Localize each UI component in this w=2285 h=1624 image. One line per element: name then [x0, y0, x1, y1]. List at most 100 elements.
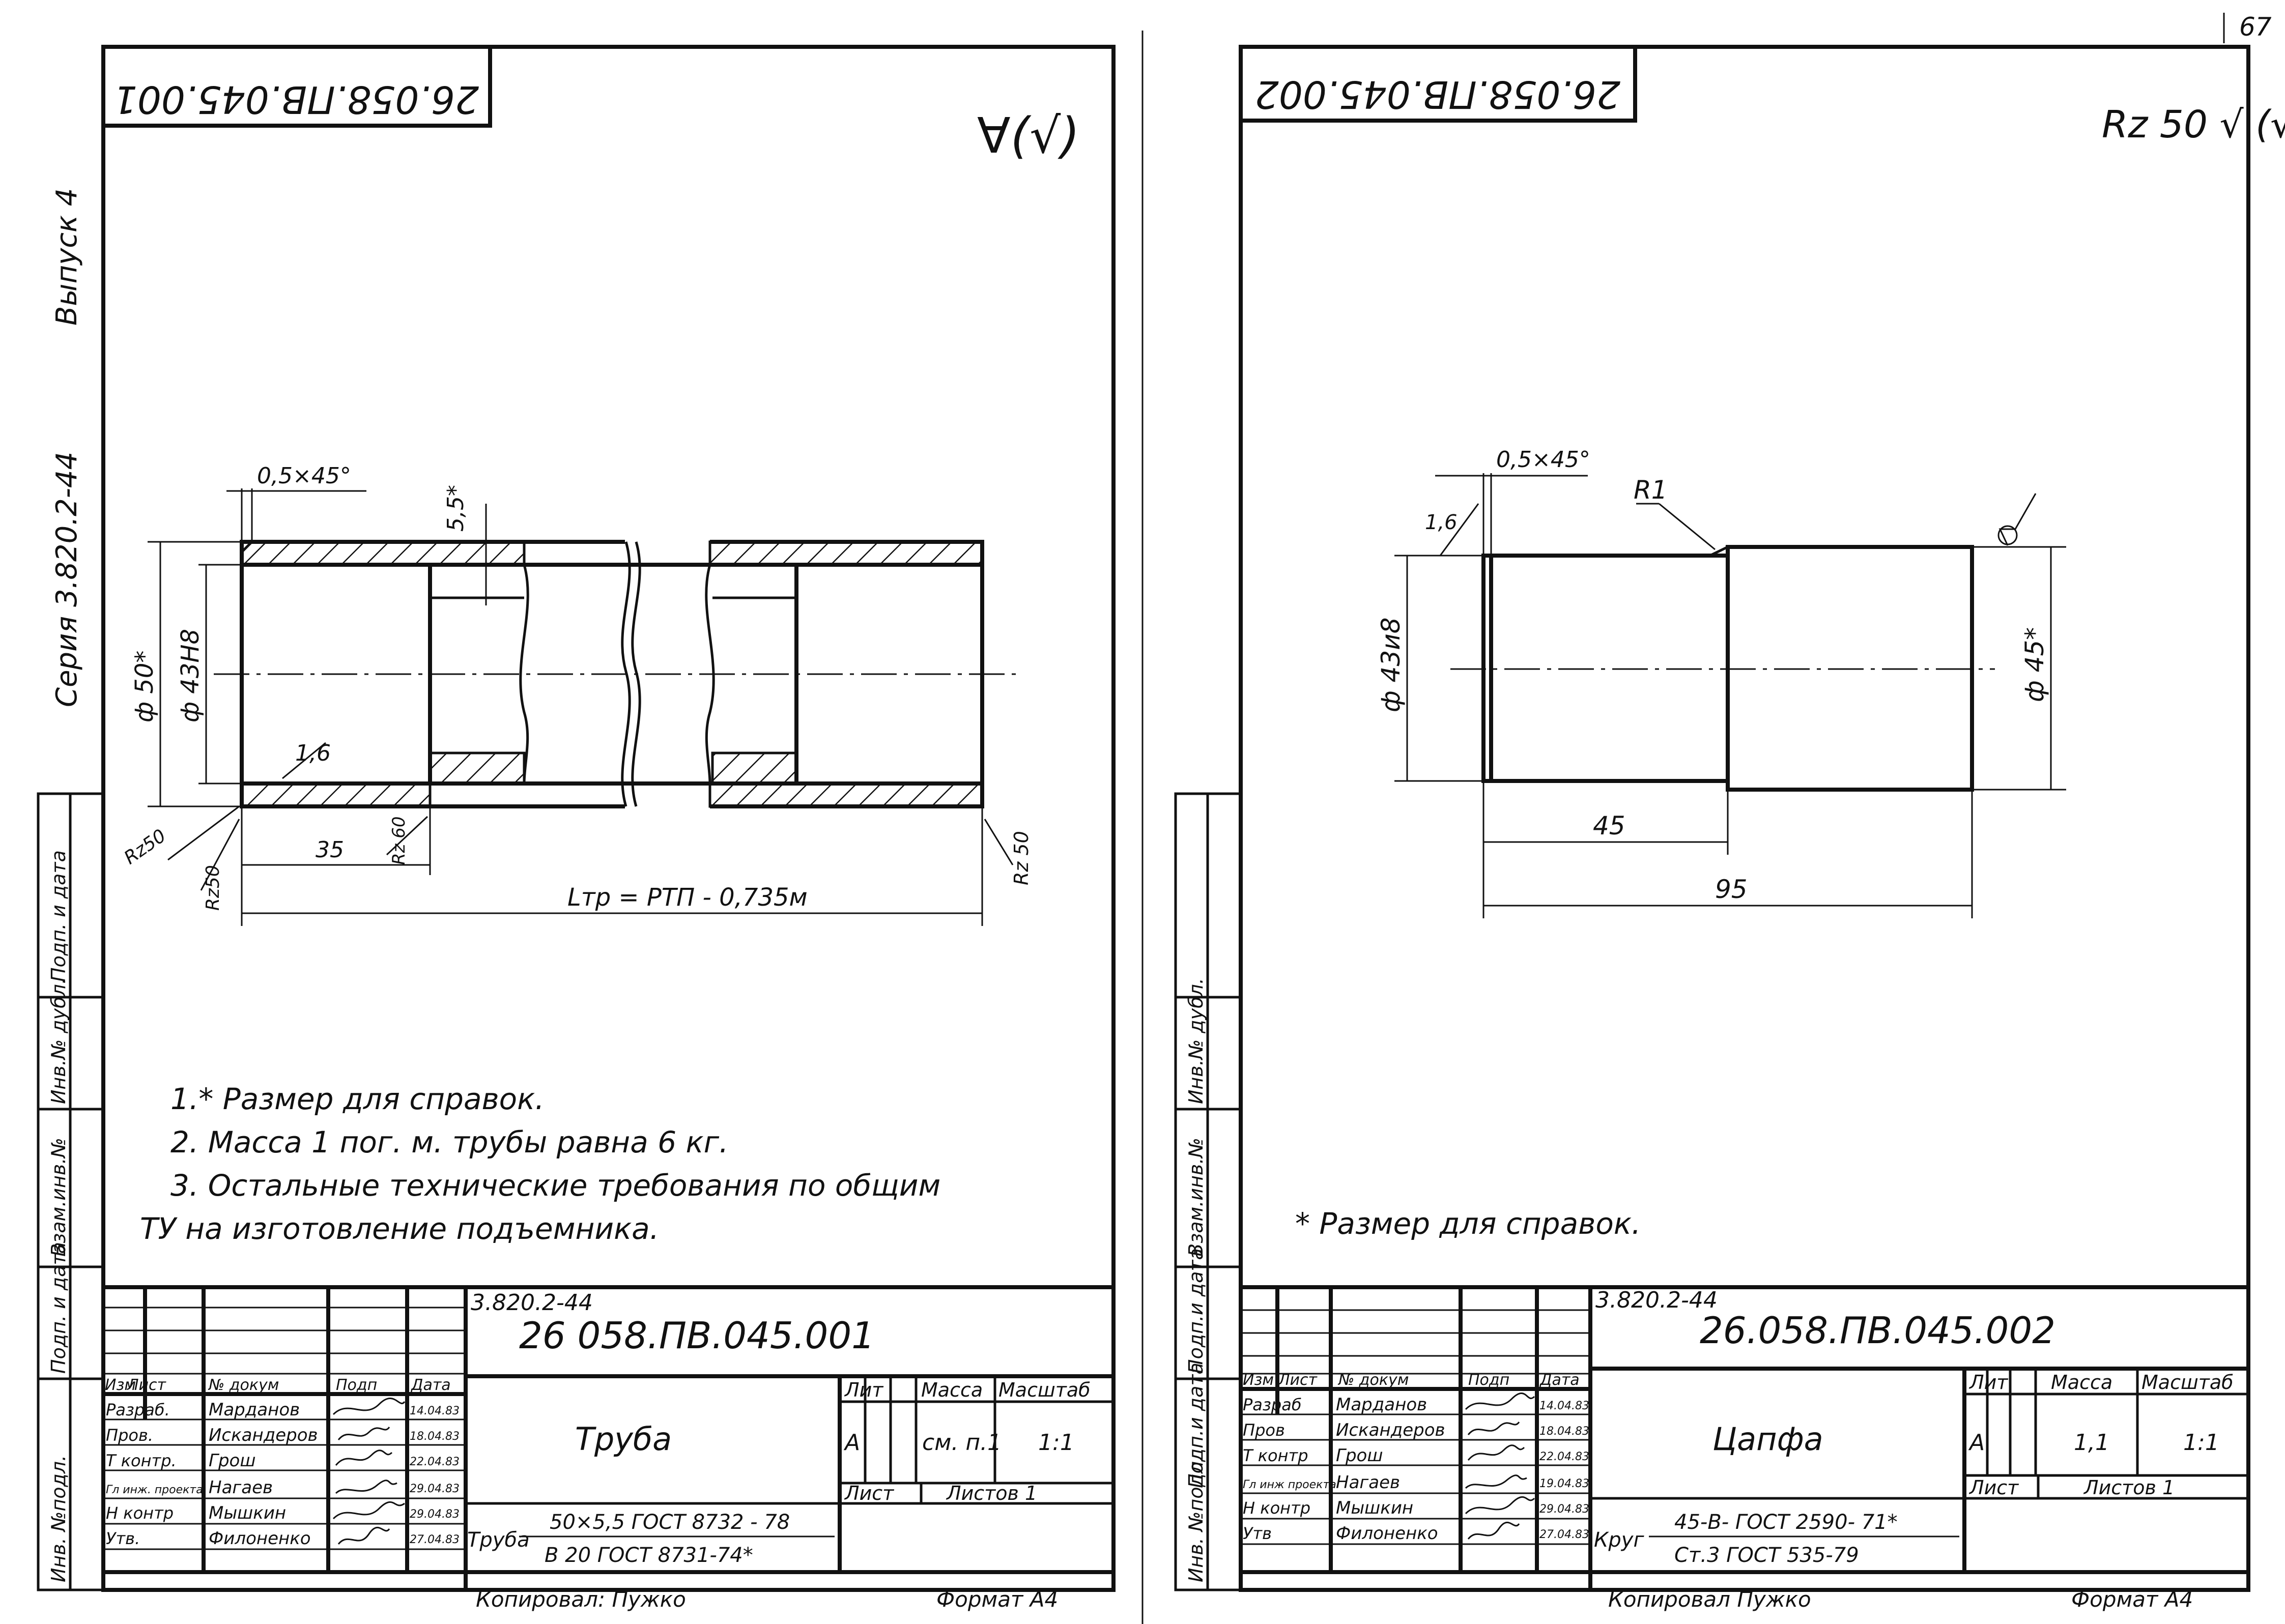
- left-tb-mass-val: см. п.1: [922, 1430, 1002, 1456]
- right-stamp-box: [1239, 45, 1637, 123]
- left-tb-date-2: 22.04.83: [410, 1456, 460, 1468]
- strip-r-podp-data: Подп.и дата: [1185, 1248, 1207, 1374]
- left-tb-h-list: Лист: [127, 1376, 167, 1394]
- right-tb-role-3: Гл инж проекта: [1243, 1478, 1336, 1491]
- issue-label: Выпуск 4: [50, 188, 83, 326]
- pipe-dim-surface: 1,6: [295, 740, 331, 766]
- left-tb-material-bottom: В 20 ГОСТ 8731-74*: [545, 1544, 753, 1567]
- strip-r-podp-data-2: Подп.и дата: [1185, 1362, 1207, 1488]
- right-tb-mass-val: 1,1: [2074, 1430, 2109, 1456]
- pipe-dim-chamfer: 0,5×45°: [257, 463, 351, 489]
- left-tb-lit-val: А: [843, 1430, 860, 1456]
- right-tb-material-top: 45-В- ГОСТ 2590- 71*: [1674, 1511, 1898, 1534]
- right-tb-role-5: Утв: [1243, 1524, 1272, 1543]
- trunnion-dim-dia-right: ф 45*: [2020, 627, 2049, 702]
- series-label: Серия 3.820.2-44: [50, 452, 83, 707]
- left-tb-date-5: 27.04.83: [410, 1533, 460, 1546]
- left-tb-role-1: Пров.: [106, 1426, 153, 1445]
- right-tb-lit: Лит.: [1968, 1371, 2014, 1394]
- right-tb-date-1: 18.04.83: [1539, 1425, 1589, 1438]
- left-note-4: ТУ на изготовление подъемника.: [140, 1211, 659, 1246]
- left-tb-doc-code: 26 058.ПВ.045.001: [519, 1314, 875, 1357]
- left-tb-name-5: Филоненко: [209, 1528, 311, 1549]
- left-tb-role-3: Гл инж. проекта: [106, 1484, 203, 1496]
- pipe-dim-wall: 5,5*: [443, 485, 469, 532]
- right-tb-lit-val: А: [1968, 1430, 1985, 1456]
- right-tb-name-1: Искандеров: [1336, 1420, 1445, 1440]
- right-tb-h-date: Дата: [1539, 1371, 1580, 1389]
- right-tb-name-4: Мышкин: [1336, 1498, 1413, 1518]
- strip-r-inv-podl: Инв. №подл.: [1185, 1455, 1207, 1582]
- right-tb-scale: Масштаб: [2141, 1371, 2234, 1394]
- pipe-dim-rz-left: Rz50: [121, 825, 170, 868]
- trunnion-dim-len-95: 95: [1715, 875, 1748, 904]
- left-note-3: 3. Остальные технические требования по о…: [170, 1168, 940, 1203]
- trunnion-dim-radius: R1: [1634, 475, 1668, 505]
- left-tb-date-1: 18.04.83: [410, 1430, 460, 1443]
- pipe-dim-length: Lтр = РТП - 0,735м: [567, 883, 808, 912]
- right-tb-name-3: Нагаев: [1336, 1472, 1400, 1493]
- right-tb-doc-code: 26.058.ПВ.045.002: [1700, 1309, 2055, 1352]
- left-tb-name-2: Грош: [209, 1451, 255, 1471]
- right-tb-h-izm: Изм: [1243, 1371, 1274, 1389]
- right-tb-date-3: 19.04.83: [1539, 1477, 1589, 1490]
- left-tb-name-3: Нагаев: [209, 1477, 273, 1498]
- strip-r-inv-dubl: Инв.№ дубл.: [1185, 978, 1207, 1104]
- right-signatures: [1465, 1393, 1535, 1540]
- right-tb-h-list: Лист: [1278, 1371, 1318, 1389]
- left-note-2: 2. Масса 1 пог. м. трубы равна 6 кг.: [170, 1125, 728, 1159]
- strip-r-vzam-inv: Взам.инв.№: [1185, 1138, 1207, 1257]
- left-tb-role-4: Н контр: [106, 1503, 174, 1523]
- right-tb-h-podp: Подп: [1468, 1371, 1509, 1389]
- right-tb-role-4: Н контр: [1243, 1498, 1310, 1518]
- pipe-drawing: [214, 540, 1018, 808]
- left-tb-role-2: Т контр.: [106, 1451, 177, 1470]
- right-tb-date-0: 14.04.83: [1539, 1400, 1589, 1412]
- right-sheet-frame: [1239, 45, 2250, 1592]
- left-tb-name: Труба: [575, 1420, 672, 1458]
- pipe-dim-rz-right: Rz 50: [1010, 831, 1033, 885]
- right-tb-role-2: Т контр: [1243, 1446, 1308, 1465]
- trunnion-dim-chamfer: 0,5×45°: [1496, 447, 1590, 473]
- right-tb-material-bottom: Ст.3 ГОСТ 535-79: [1674, 1544, 1859, 1567]
- trunnion-dim-len-45: 45: [1593, 811, 1625, 840]
- left-note-1: 1.* Размер для справок.: [170, 1082, 545, 1116]
- right-tb-name-0: Марданов: [1336, 1395, 1427, 1415]
- trunnion-dim-surface: 1,6: [1425, 511, 1458, 534]
- right-tb-date-2: 22.04.83: [1539, 1451, 1589, 1463]
- left-tb-format: Формат А4: [936, 1587, 1058, 1612]
- right-tb-name-5: Филоненко: [1336, 1523, 1438, 1544]
- left-tb-name-4: Мышкин: [209, 1503, 286, 1523]
- left-stamp-box: [101, 45, 492, 128]
- right-tb-series: 3.820.2-44: [1595, 1287, 1718, 1313]
- left-tb-scale-val: 1:1: [1038, 1430, 1074, 1456]
- strip-inv-dubl: Инв.№ дубл.: [47, 978, 70, 1104]
- right-note-1: * Размер для справок.: [1295, 1206, 1641, 1241]
- right-tb-scale-val: 1:1: [2183, 1430, 2219, 1456]
- left-title-block-grid: [103, 1285, 1113, 1590]
- strip-podp-data: Подп. и дата: [47, 850, 70, 982]
- strip-podp-data-2: Подп. и дата: [47, 1242, 70, 1374]
- left-tb-material-prefix: Труба: [467, 1528, 530, 1552]
- page-number: 67: [2239, 12, 2272, 42]
- left-tb-scale: Масштаб: [998, 1379, 1091, 1401]
- right-tb-sheets: Листов 1: [2083, 1476, 2175, 1499]
- right-tb-role-1: Пров: [1243, 1420, 1285, 1440]
- left-tb-name-0: Марданов: [209, 1400, 300, 1420]
- right-tb-format: Формат А4: [2071, 1587, 2193, 1612]
- pipe-dimensions: [148, 488, 1014, 926]
- left-tb-date-3: 29.04.83: [410, 1483, 460, 1495]
- left-tb-h-doc: № докум: [208, 1376, 279, 1394]
- left-sheet-frame: [101, 45, 1116, 1592]
- right-tb-mass: Масса: [2051, 1371, 2112, 1394]
- left-tb-date-4: 29.04.83: [410, 1508, 460, 1521]
- right-tb-date-4: 29.04.83: [1539, 1503, 1589, 1516]
- left-tb-role-0: Разраб.: [106, 1400, 170, 1419]
- left-tb-sheet: Лист: [844, 1482, 895, 1504]
- left-tb-series: 3.820.2-44: [471, 1290, 593, 1316]
- trunnion-dim-dia-left: ф 43и8: [1376, 617, 1406, 712]
- left-tb-mass: Масса: [921, 1379, 983, 1401]
- right-tb-name-2: Грош: [1336, 1445, 1383, 1466]
- right-rotated-code: 26.058.ПВ.045.002: [1255, 72, 1620, 116]
